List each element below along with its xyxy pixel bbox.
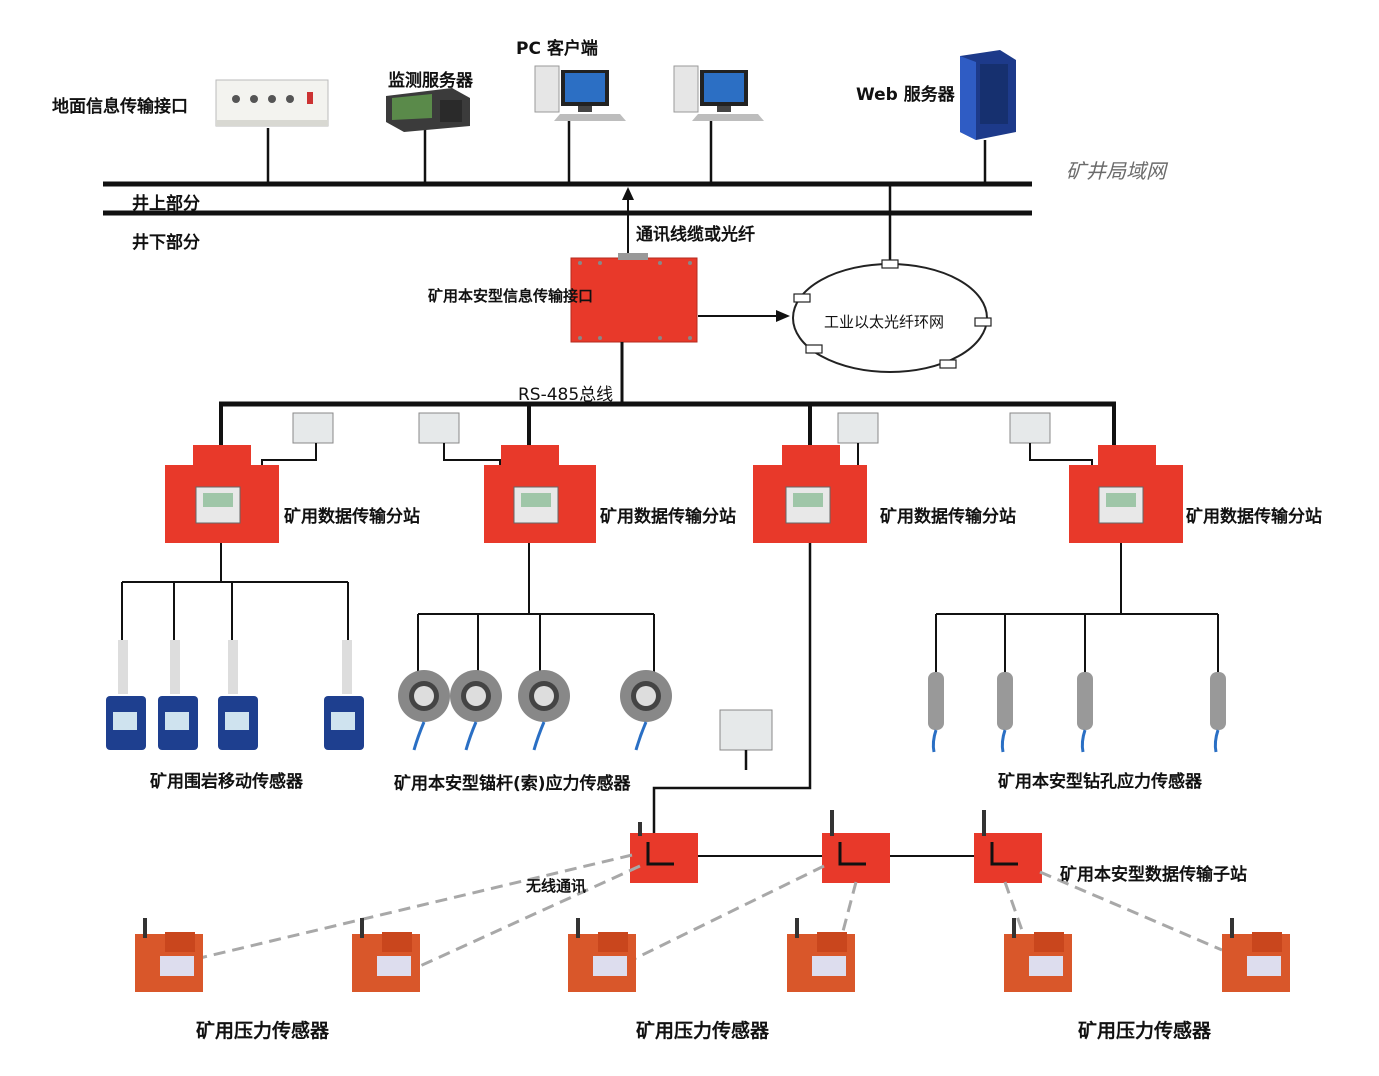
bus-drops xyxy=(219,402,1116,445)
power-links xyxy=(261,443,1093,465)
bus-label: RS-485总线 xyxy=(518,385,614,405)
monitor-server-device xyxy=(386,88,470,132)
rock-sensor-label: 矿用围岩移动传感器 xyxy=(150,772,303,792)
sensor-tree-4 xyxy=(935,543,1219,672)
underground-interface-label: 矿用本安型信息传输接口 xyxy=(428,287,594,305)
monitor-server-label: 监测服务器 xyxy=(388,71,473,91)
rock-movement-sensors xyxy=(106,640,364,750)
surface-drops xyxy=(266,120,987,264)
sub-station-label: 矿用本安型数据传输子站 xyxy=(1060,865,1247,885)
pressure-sensor-label-2: 矿用压力传感器 xyxy=(636,1020,770,1042)
pc-client-label: PC 客户端 xyxy=(516,39,598,59)
arrow-right-icon xyxy=(776,310,790,322)
borehole-sensor-label: 矿用本安型钻孔应力传感器 xyxy=(998,772,1202,792)
wireless-label: 无线通讯 xyxy=(526,877,587,895)
anchor-stress-sensors xyxy=(398,670,672,751)
web-server-device xyxy=(960,50,1016,140)
pressure-sensors xyxy=(135,918,1290,992)
substation-label-4: 矿用数据传输分站 xyxy=(1186,507,1322,527)
wireless-links xyxy=(199,853,1223,968)
anchor-sensor-label: 矿用本安型锚杆(索)应力传感器 xyxy=(394,774,631,794)
web-server-label: Web 服务器 xyxy=(856,85,955,105)
substation-4 xyxy=(1069,445,1183,543)
ring-nodes xyxy=(793,259,992,369)
wireless-sub-stations xyxy=(630,810,1042,883)
above-ground-label: 井上部分 xyxy=(132,194,200,214)
substation-label-2: 矿用数据传输分站 xyxy=(600,507,736,527)
pc-client-1 xyxy=(534,65,626,121)
substation-1 xyxy=(165,445,279,543)
substation-2 xyxy=(484,445,596,543)
borehole-stress-sensors xyxy=(928,672,1226,753)
below-ground-label: 井下部分 xyxy=(132,233,200,253)
surface-interface-device xyxy=(215,79,329,127)
pressure-sensor-label-1: 矿用压力传感器 xyxy=(196,1020,330,1042)
pc-client-2 xyxy=(673,65,764,121)
pressure-sensor-label-3: 矿用压力传感器 xyxy=(1078,1020,1212,1042)
cable-label: 通讯线缆或光纤 xyxy=(636,225,755,245)
substation-label-1: 矿用数据传输分站 xyxy=(284,507,420,527)
sensor-tree-2 xyxy=(417,543,655,672)
substation-3 xyxy=(753,445,867,543)
power-boxes xyxy=(292,412,1051,751)
arrow-up-icon xyxy=(622,187,634,200)
surface-interface-label: 地面信息传输接口 xyxy=(52,97,188,117)
sensor-tree-1 xyxy=(121,543,349,640)
ring-label: 工业以太光纤环网 xyxy=(824,313,945,331)
mine-lan-label: 矿井局域网 xyxy=(1066,159,1166,183)
substation3-drop xyxy=(652,543,812,836)
substation-label-3: 矿用数据传输分站 xyxy=(880,507,1016,527)
underground-interface-device xyxy=(570,253,698,343)
